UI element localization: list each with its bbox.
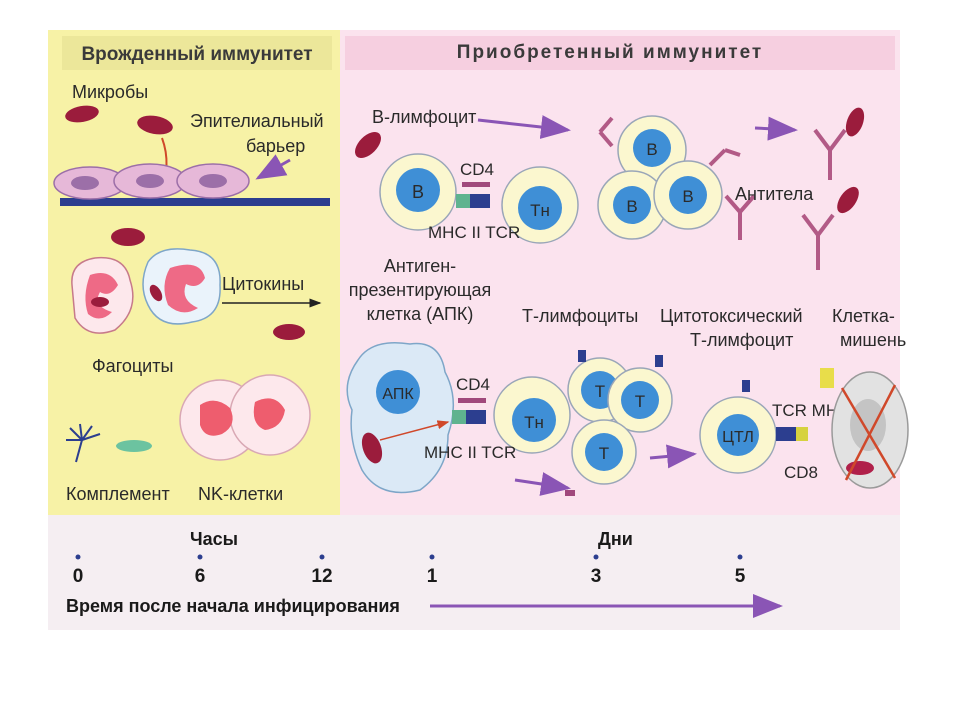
- timeline-tick-dot: [197, 554, 203, 560]
- b-cluster-letter-3: В: [682, 187, 693, 206]
- t-letter-1: Т: [595, 382, 605, 401]
- ctl-short-label: ЦТЛ: [722, 429, 754, 446]
- microbe-icon: [65, 105, 305, 340]
- th-cell-letter: Тн: [530, 201, 550, 220]
- apc-label-3: клетка (АПК): [367, 304, 474, 324]
- flow-arrow-ctl: [649, 444, 697, 469]
- innate-header-band: [62, 36, 332, 70]
- days-label: Дни: [598, 529, 633, 549]
- cd4-label: CD4: [460, 160, 494, 179]
- timeline-tick-label: 6: [195, 566, 206, 587]
- flow-arrow-t: [514, 472, 571, 496]
- mhc2-tcr-label: МНС II TCR: [428, 223, 520, 242]
- timeline-tick-label: 3: [591, 566, 602, 587]
- mhc-tcr-complex: [456, 182, 490, 208]
- b-cell-cluster: [597, 115, 723, 240]
- apc-label-1: Антиген-: [384, 256, 456, 276]
- microbe-icon-ab2: [837, 186, 859, 214]
- timeline-tick-dot: [737, 554, 743, 560]
- timeline-tick-dot: [593, 554, 599, 560]
- apc-antigen-arrow: [379, 420, 450, 441]
- hours-label: Часы: [190, 529, 238, 549]
- phagocyte-cell: [71, 256, 134, 334]
- b-cell-letter: В: [412, 182, 424, 202]
- microbe-icon-b: [355, 132, 381, 158]
- epithelial-pointer: [255, 154, 291, 180]
- t-letter-3: Т: [599, 444, 609, 463]
- t-cell-cluster: [565, 350, 673, 496]
- phagocyte-cell-2: [142, 248, 221, 325]
- complement-label: Комплемент: [66, 484, 170, 504]
- b-cluster-letter-1: В: [646, 140, 657, 159]
- cd4-label-lower: CD4: [456, 375, 490, 394]
- innate-title: Врожденный иммунитет: [81, 44, 312, 65]
- timeline-tick-dot: [319, 554, 325, 560]
- t-letter-2: Т: [635, 392, 645, 411]
- epithelial-barrier: [53, 163, 330, 206]
- timeline-tick-dot: [75, 554, 81, 560]
- antibodies-label: Антитела: [735, 184, 814, 204]
- target-label-1: Клетка-: [832, 306, 895, 326]
- complement-icon: [66, 423, 152, 463]
- th-cell-lower: [493, 376, 571, 454]
- microbes-label: Микробы: [72, 82, 148, 102]
- cd8-label: CD8: [784, 463, 818, 482]
- target-cell: [820, 368, 909, 489]
- timeline-tick-label: 0: [73, 566, 84, 587]
- timeline-tick-label: 1: [427, 566, 438, 587]
- target-label-2: мишень: [840, 330, 906, 350]
- flow-arrow-b: [477, 115, 571, 139]
- ctl-label-2: Т-лимфоцит: [690, 330, 793, 350]
- adaptive-title: Приобретенный иммунитет: [457, 42, 763, 63]
- epithelial-label-2: барьер: [246, 136, 305, 156]
- ctl-cell: [699, 380, 808, 474]
- microbe-icon-ab1: [845, 107, 865, 137]
- adaptive-header-band: [345, 36, 895, 70]
- ctl-label-1: Цитотоксический: [660, 306, 803, 326]
- b-lymphocyte-label: В-лимфоцит: [372, 107, 476, 127]
- nk-cell: [179, 374, 311, 461]
- apc-short-label: АПК: [382, 386, 414, 403]
- timeline-tick-dot: [429, 554, 435, 560]
- epithelial-label-1: Эпителиальный: [190, 111, 324, 131]
- t-lymphocytes-label: Т-лимфоциты: [522, 306, 638, 326]
- timeline-caption: Время после начала инфицирования: [66, 596, 400, 616]
- flow-arrow-antibody: [754, 116, 798, 141]
- b-cell: [379, 153, 457, 231]
- th-lower-letter: Тн: [524, 413, 544, 432]
- b-cluster-letter-2: В: [626, 197, 637, 216]
- timeline-axis: 0 6 12 1 3 5: [73, 554, 746, 587]
- th-cell: [501, 166, 579, 244]
- mhc-tcr-complex-lower: [452, 398, 486, 424]
- timeline-tick-label: 12: [311, 566, 332, 587]
- cytokines-label: Цитокины: [222, 274, 304, 294]
- antibody-icon: [598, 116, 847, 270]
- mhc2-tcr-label-lower: МНС II TCR: [424, 443, 516, 462]
- apc-label-2: презентирующая: [349, 280, 492, 300]
- apc-cell: [346, 342, 455, 494]
- timeline-tick-label: 5: [735, 566, 746, 587]
- nk-cells-label: NK-клетки: [198, 484, 283, 504]
- phagocytes-label: Фагоциты: [92, 356, 173, 376]
